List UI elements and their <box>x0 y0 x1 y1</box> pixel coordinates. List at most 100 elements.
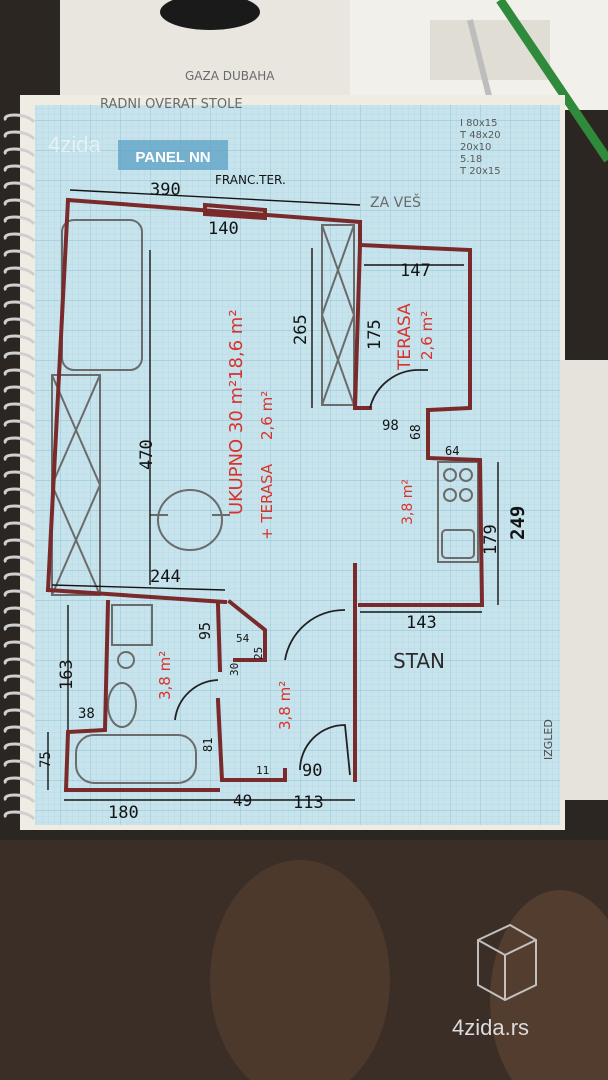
spiral-ring <box>3 742 36 753</box>
dim-140: 140 <box>208 219 239 239</box>
spiral-ring <box>3 266 36 277</box>
label-franc-ter: FRANC.TER. <box>215 173 286 187</box>
bathtub <box>75 734 197 784</box>
spiral-ring <box>3 759 36 770</box>
dim-244: 244 <box>150 567 181 587</box>
spiral-ring <box>3 776 36 787</box>
dim-163: 163 <box>57 659 77 690</box>
dim-64: 64 <box>445 444 459 458</box>
label-plus-terasa-area: 2,6 m² <box>258 391 276 440</box>
stamp <box>118 140 228 170</box>
spiral-ring <box>3 181 36 192</box>
spiral-ring <box>3 351 36 362</box>
dimension-labels: 390 140 147 265 175 470 98 68 64 179 249… <box>38 180 529 823</box>
label-kitchen-area: 3,8 m² <box>400 479 416 525</box>
dim-68: 68 <box>409 424 424 440</box>
hall-door <box>299 724 351 776</box>
right-note: T 48x20 <box>459 130 501 141</box>
spiral-ring <box>3 334 36 345</box>
spiral-binding <box>3 113 36 821</box>
spiral-ring <box>3 470 36 481</box>
dim-143: 143 <box>406 613 437 633</box>
spiral-ring <box>3 113 36 124</box>
dim-81: 81 <box>201 738 215 752</box>
spiral-ring <box>3 504 36 515</box>
dim-line-244 <box>51 584 226 591</box>
doors <box>174 369 428 776</box>
spiral-ring <box>3 640 36 651</box>
spiral-ring <box>3 691 36 702</box>
right-note: 5.18 <box>460 154 482 165</box>
scissors-handle <box>160 0 260 30</box>
dim-147: 147 <box>400 261 431 281</box>
spiral-ring <box>3 368 36 379</box>
label-izgled: IZGLED <box>542 719 555 760</box>
table-circle <box>157 489 223 551</box>
bath-door <box>174 679 219 721</box>
spiral-ring <box>3 810 36 821</box>
torn-strip <box>560 360 608 800</box>
label-bath-area: 3,8 m² <box>156 651 174 700</box>
spiral-ring <box>3 317 36 328</box>
burner-1 <box>443 468 457 482</box>
wall-pillar <box>227 599 267 662</box>
spiral-ring <box>3 198 36 209</box>
spiral-ring <box>3 130 36 141</box>
closet-cross <box>321 224 355 406</box>
label-ukupno: UKUPNO 30 m² <box>226 380 247 515</box>
spiral-ring <box>3 232 36 243</box>
label-ukupno-area: 18,6 m² <box>226 309 247 380</box>
label-stan: STAN <box>393 649 445 673</box>
walls <box>45 197 485 792</box>
header-note-1: RADNI OVERAT STOLE <box>100 97 243 112</box>
area-labels: UKUPNO 30 m² 18,6 m² + TERASA 2,6 m² TER… <box>156 303 436 730</box>
spiral-ring <box>3 793 36 804</box>
spiral-ring <box>3 436 36 447</box>
right-note: T 20x15 <box>459 166 501 177</box>
spiral-ring <box>3 283 36 294</box>
wall-bath <box>63 599 220 792</box>
dim-113: 113 <box>293 793 324 813</box>
knee-shape <box>210 860 390 1080</box>
dim-470: 470 <box>137 439 157 470</box>
burner-4 <box>459 488 473 502</box>
watermark-bottom: 4zida.rs <box>452 1015 529 1040</box>
stamp-text: PANEL NN <box>135 149 210 166</box>
wall-terrace-inner <box>352 242 372 410</box>
spiral-ring <box>3 164 36 175</box>
wall-top <box>65 197 363 225</box>
spiral-ring <box>3 402 36 413</box>
label-terasa-area: 2,6 m² <box>418 311 436 360</box>
toilet <box>107 682 137 728</box>
grid <box>35 105 560 825</box>
dim-180: 180 <box>108 803 139 823</box>
stove <box>437 461 479 563</box>
dim-90: 90 <box>302 761 322 781</box>
right-note: I 80x15 <box>460 118 498 129</box>
dim-11: 11 <box>256 764 269 777</box>
wall-mid-left <box>45 587 228 605</box>
spiral-ring <box>3 589 36 600</box>
dim-179: 179 <box>481 524 501 555</box>
sink <box>441 529 475 559</box>
spiral-ring <box>3 708 36 719</box>
spiral-ring <box>3 606 36 617</box>
wall-kitchen <box>358 408 485 607</box>
spiral-ring <box>3 147 36 158</box>
dim-175: 175 <box>365 319 385 350</box>
header-note-3: ZA VEŠ <box>370 193 421 211</box>
dim-95: 95 <box>196 622 214 640</box>
spiral-ring <box>3 538 36 549</box>
spiral-ring <box>3 572 36 583</box>
terrace-door <box>369 369 428 409</box>
dim-265: 265 <box>291 314 311 345</box>
dim-49: 49 <box>233 791 252 810</box>
label-hall-area: 3,8 m² <box>276 681 294 730</box>
spiral-ring <box>3 385 36 396</box>
green-pen <box>496 0 608 163</box>
spiral-ring <box>3 555 36 566</box>
spiral-ring <box>3 453 36 464</box>
